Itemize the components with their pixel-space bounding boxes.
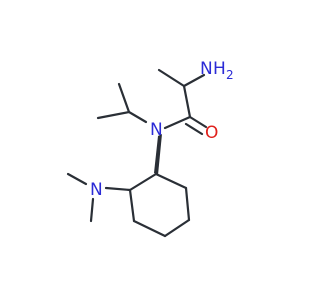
bond-ring-dimethylamino [104,186,132,192]
amine-label: N H 2 [200,59,234,82]
bond-alpha-amine [182,73,206,88]
bond-alpha-carbonyl [182,84,192,119]
bond-methyl-alpha [157,68,186,88]
bond-nme-methyl-a [66,172,88,186]
bond-ring-2 [128,188,136,223]
bonds [66,68,208,238]
dimethylamino-nitrogen: N [90,180,103,200]
wedge-bond-amide-ring [154,134,162,175]
bond-carbonyl-amide-n [163,115,192,130]
bond-nme-methyl-b [89,197,95,223]
bond-ring-4 [163,218,191,238]
bond-isopropyl-methyl-a [96,110,131,120]
amide-nitrogen: N [150,120,163,140]
bond-isopropyl-methyl-b [117,82,131,114]
bond-amide-n-isopropyl [127,110,148,124]
molecule-structure: N H 2 O N N [66,59,234,238]
amine-hydrogen-count: 2 [226,68,234,82]
bond-ring-3 [132,219,167,238]
bond-ring-5 [184,186,191,222]
carbonyl-oxygen: O [205,123,218,143]
amine-nitrogen: N [200,59,213,79]
bond-carbonyl-oxygen-1 [188,115,208,129]
amine-hydrogen: H [213,59,226,79]
bond-carbonyl-oxygen-2 [184,122,204,136]
bond-ring-1 [128,172,158,192]
structure-canvas: N H 2 O N N [66,59,234,238]
atom-labels: N H 2 O N N [90,59,234,200]
bond-ring-6 [154,172,188,190]
